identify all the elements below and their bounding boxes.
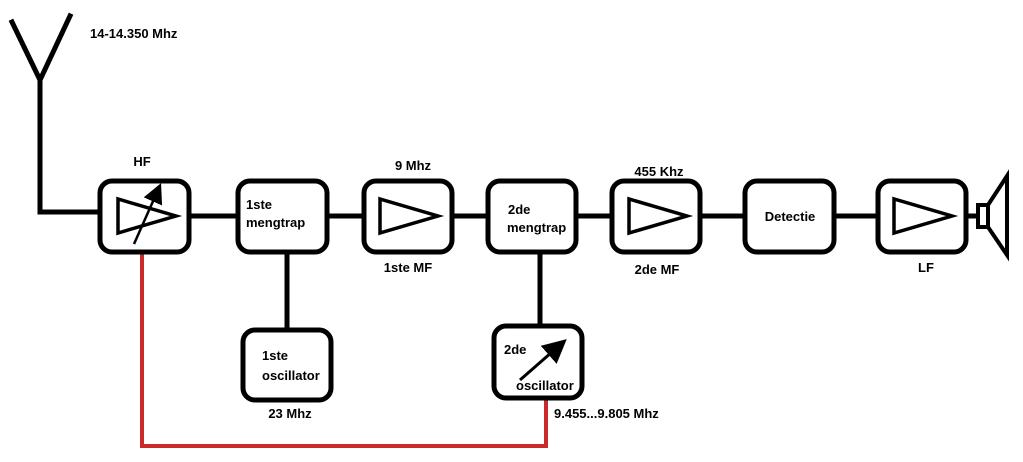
oscillator2-label-line1: 2de xyxy=(504,342,526,357)
mixer2-label-line2: mengtrap xyxy=(507,220,566,235)
if1-amplifier-block xyxy=(361,178,455,255)
variable-amplifier-icon xyxy=(116,183,183,245)
oscillator1-label-line2: oscillator xyxy=(262,368,320,383)
signal-wires xyxy=(37,209,981,333)
mixer2-block xyxy=(485,178,579,255)
lf-amplifier-block xyxy=(875,178,969,255)
if2-amplifier-block xyxy=(609,178,703,255)
oscillator1-block xyxy=(240,327,334,403)
if1-frequency-label: 9 Mhz xyxy=(395,158,432,173)
oscillator1-label-line1: 1ste xyxy=(262,348,288,363)
oscillator2-frequency-label: 9.455...9.805 Mhz xyxy=(554,406,659,421)
detection-label: Detectie xyxy=(765,209,816,224)
mixer1-label-line2: mengtrap xyxy=(246,215,305,230)
mixer1-label-line1: 1ste xyxy=(246,197,272,212)
variable-oscillator-icon xyxy=(519,339,567,382)
oscillator1-frequency-label: 23 Mhz xyxy=(268,406,312,421)
amplifier-icon xyxy=(627,196,694,236)
if2-label: 2de MF xyxy=(635,262,680,277)
mixer1-block xyxy=(235,178,330,255)
amplifier-icon xyxy=(892,196,959,236)
antenna-icon xyxy=(8,12,74,215)
speaker-icon xyxy=(976,169,1009,262)
detection-block xyxy=(742,178,837,255)
hf-amplifier-block xyxy=(97,178,192,255)
tuning-link-line xyxy=(140,252,548,448)
if2-frequency-label: 455 Khz xyxy=(634,164,684,179)
frequency-range-label: 14-14.350 Mhz xyxy=(90,26,178,41)
amplifier-icon xyxy=(378,196,445,236)
lf-label: LF xyxy=(918,260,934,275)
oscillator2-block xyxy=(491,323,585,401)
oscillator2-label-line2: oscillator xyxy=(516,378,574,393)
if1-label: 1ste MF xyxy=(384,260,432,275)
mixer2-label-line1: 2de xyxy=(508,202,530,217)
hf-label: HF xyxy=(133,154,150,169)
